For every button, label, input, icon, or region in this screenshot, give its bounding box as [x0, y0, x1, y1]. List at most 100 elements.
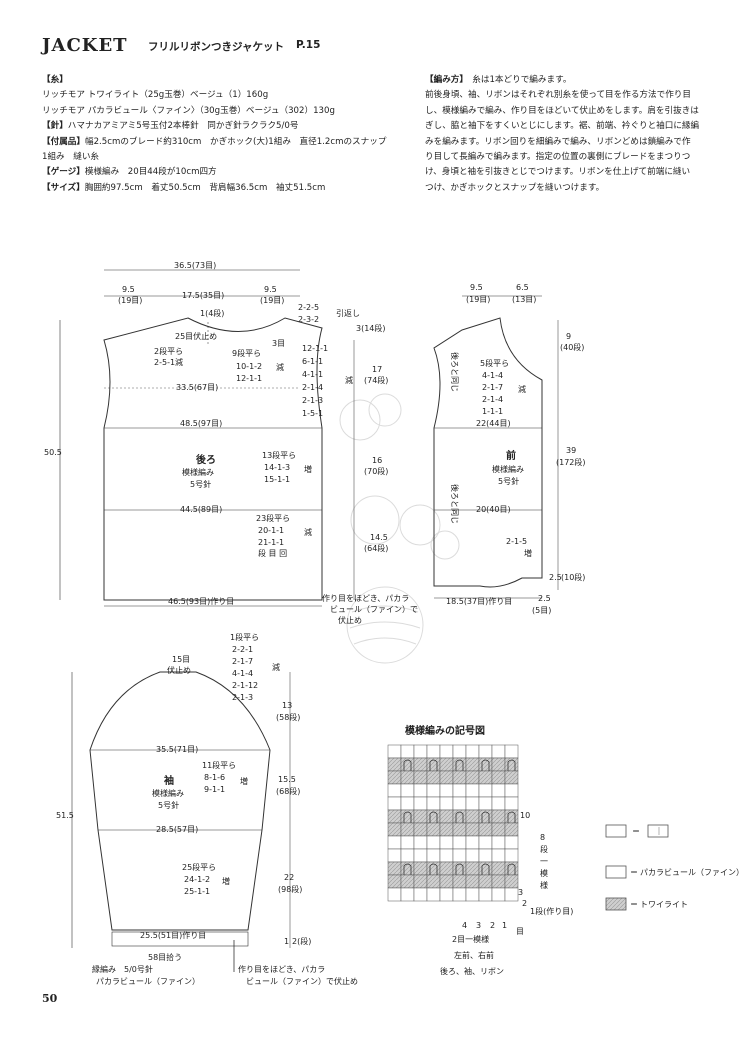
chart-cell [491, 887, 506, 902]
chart-cell [465, 796, 480, 811]
back-neck-dec: 2-5-1減 [154, 357, 183, 367]
chart-cell [400, 835, 415, 850]
back-waist-dec-label: 減 [304, 527, 312, 537]
chart-cell [452, 835, 467, 850]
sleeve-mid-rows: (68段) [276, 786, 300, 796]
materials-spec: 【糸】 リッチモア トワイライト（25g玉巻）ベージュ（1）160g リッチモア… [42, 73, 412, 196]
chart-cell [465, 835, 480, 850]
back-waist-width: 44.5(89目) [180, 505, 222, 514]
front-shoulder-width: 6.5 [516, 283, 529, 292]
sleeve-inc-1: 11段平ら [202, 760, 236, 770]
chart-cell [478, 887, 493, 902]
front-bottom: 18.5(37目)作り目 [446, 596, 512, 606]
chart-cell [491, 874, 506, 889]
chart-cell [439, 887, 454, 902]
front-bottom-right: 2.5 [538, 594, 551, 603]
chart-cell [387, 809, 402, 824]
chart-cell [413, 874, 428, 889]
spec-line: 【付属品】幅2.5cmのブレード約310cm かぎホック(大)1組み 直径1.2… [42, 136, 387, 147]
sleeve-outline [89, 671, 271, 931]
front-neck-dec: 4-1-4 [482, 371, 503, 380]
back-arm-dec2: 6-1-1 [302, 357, 323, 366]
chart-cell [452, 874, 467, 889]
chart-cell [491, 783, 506, 798]
chart-cell [504, 835, 519, 850]
chart-cell [478, 822, 493, 837]
stitch-symbol [481, 863, 490, 886]
chart-cell [452, 796, 467, 811]
back-bottom-note: ビュール（ファイン）で [330, 605, 418, 614]
front-bottom-right-st: (5目) [532, 606, 551, 615]
chart-cell [465, 744, 480, 759]
chart-cell [387, 822, 402, 837]
chart-cell [426, 874, 441, 889]
front-side-note: 後ろと同じ [450, 352, 460, 392]
spec-line: 【ゲージ】模様編み 20目44段が10cm四方 [42, 167, 217, 178]
chart-cell [465, 848, 480, 863]
front-needle: 5号針 [498, 476, 519, 486]
chart-cell [491, 861, 506, 876]
chart-cell [387, 848, 402, 863]
sleeve-cap-dec: 4-1-4 [232, 669, 253, 678]
back-shoulder-left-st: (19目) [118, 296, 142, 305]
chart-cell [439, 757, 454, 772]
chart-cell [478, 848, 493, 863]
chart-cell [413, 861, 428, 876]
back-shoulder-right: 9.5 [264, 285, 277, 294]
stitch-symbol [507, 759, 516, 782]
back-shoulder-left: 9.5 [122, 285, 135, 294]
chart-left-right: 左前、右前 [454, 950, 494, 960]
chart-cell [387, 796, 402, 811]
back-hip-inc-label: 増 [304, 464, 312, 474]
sleeve-cap-dec: 2-1-12 [232, 681, 258, 690]
sleeve-top-bind: 伏止め [167, 665, 191, 675]
sleeve-width-2: 28.5(57目) [156, 825, 198, 834]
chart-row-top: 10 [520, 811, 530, 820]
spec-line: リッチモア トワイライト（25g玉巻）ベージュ（1）160g [42, 90, 269, 101]
chart-row-mid: 模 [540, 868, 548, 878]
chart-col: 1 [502, 921, 507, 930]
chart-cell [504, 848, 519, 863]
chart-cell [439, 783, 454, 798]
spec-line: 【針】ハマナカアミアミ5号玉付2本棒針 同かぎ針ラクラク5/0号 [42, 121, 299, 132]
sleeve-inc-2: 24-1-2 [184, 875, 210, 884]
chart-legend: ＝ ｜ ＝ パカラビュール（ファイン） ＝ トワイライト [605, 824, 744, 911]
chart-cell [387, 861, 402, 876]
back-waist-dec: 20-1-1 [258, 526, 284, 535]
back-arm-dec2-label: 減 [345, 375, 353, 385]
stitch-chart: 模様編みの記号図 10 8 段 一 模 様 3 2 1段(作り目) 4 3 2 … [387, 724, 573, 976]
legend-eq: ＝ [630, 900, 638, 909]
sleeve-inc-1-label: 増 [240, 776, 248, 786]
back-arm-dec: 12-1-1 [236, 374, 262, 383]
chart-cell [491, 822, 506, 837]
back-arm-dec2: 12-1-1 [302, 344, 328, 353]
chart-cell [504, 796, 519, 811]
chart-cell [439, 809, 454, 824]
chart-cell [426, 835, 441, 850]
back-bottom-note: 作り目をほどき、パカラ [322, 593, 409, 603]
back-bottom: 46.5(93目)作り目 [168, 596, 234, 606]
chart-cell [413, 783, 428, 798]
chart-row-mid: 8 [540, 833, 545, 842]
front-neck-dec: 1-1-1 [482, 407, 503, 416]
chart-cell [478, 835, 493, 850]
front-inc: 2-1-5 [506, 537, 527, 546]
chart-cell [452, 848, 467, 863]
chart-cell [452, 744, 467, 759]
back-armhole-height: 17 [372, 365, 382, 374]
chart-cell [426, 744, 441, 759]
chart-note: 後ろ、袖、リボン [440, 966, 504, 976]
chart-cell [387, 757, 402, 772]
spec-line: 【サイズ】胸囲約97.5cm 着丈50.5cm 背肩幅36.5cm 袖丈51.5… [42, 182, 326, 193]
chart-cell [465, 874, 480, 889]
sleeve-width-1: 35.5(71目) [156, 745, 198, 754]
chart-cell [465, 822, 480, 837]
front-edge-rows: (10段) [561, 572, 585, 582]
spec-line: 【糸】 [42, 75, 68, 85]
chart-cell [426, 796, 441, 811]
sleeve-needle: 5号針 [158, 800, 179, 810]
chart-repeat: 2目一模様 [452, 934, 489, 944]
legend-eq: ＝ [630, 868, 638, 877]
chart-cell [426, 887, 441, 902]
